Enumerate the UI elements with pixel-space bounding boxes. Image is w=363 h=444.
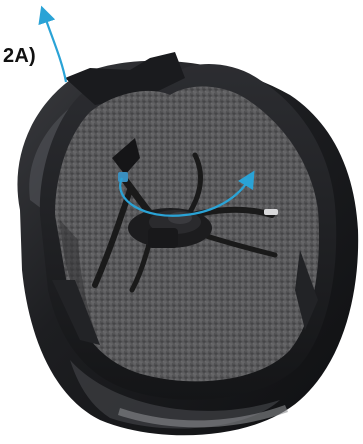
retention-dial	[128, 208, 212, 248]
step-label: 2A)	[3, 44, 36, 68]
strap-clip-left	[118, 172, 128, 182]
strap-clip-right	[264, 209, 278, 215]
curved-up-arrow-icon	[44, 14, 66, 82]
